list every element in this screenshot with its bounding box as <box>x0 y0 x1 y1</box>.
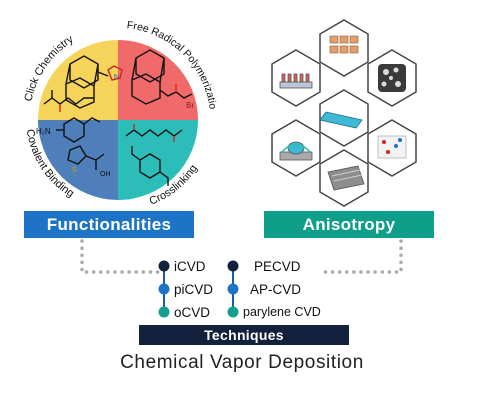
connector-lines <box>80 239 403 274</box>
hex-patterned-squares <box>329 35 359 54</box>
formula-n: N <box>114 74 119 81</box>
method-icvd: iCVD <box>174 259 206 274</box>
method-timeline-right <box>227 260 239 318</box>
method-pecvd: PECVD <box>254 259 301 274</box>
hex-grooved-surface <box>327 165 365 191</box>
formula-h2n: H₂N <box>36 127 51 136</box>
anisotropy-banner: Anisotropy <box>264 211 434 238</box>
formula-s: S <box>72 167 77 174</box>
aminostyrene-structure <box>56 117 101 143</box>
method-ap-cvd: AP-CVD <box>250 282 302 297</box>
hex-particles <box>377 135 407 159</box>
method-ocvd: oCVD <box>174 305 211 320</box>
divinylbenzene-structure <box>131 146 169 186</box>
quadrant-click-chemistry <box>38 40 118 120</box>
page-title: Chemical Vapor Deposition <box>120 352 364 373</box>
cyclophane-maleimide-structure <box>65 55 123 109</box>
hex-microstructure-film <box>279 73 313 89</box>
method-timeline-left <box>158 260 170 318</box>
cyclophane-initiator-structure <box>131 49 193 105</box>
functionalities-banner: Functionalities <box>24 211 194 238</box>
quadrant-covalent-binding <box>38 120 118 200</box>
quadrant-crosslinking <box>118 120 198 200</box>
propargyl-acrylate-structure <box>43 90 94 112</box>
hex-conformal-coating <box>279 141 313 161</box>
method-parylene-cvd: parylene CVD <box>243 305 321 319</box>
formula-oh: OH <box>100 171 111 178</box>
techniques-banner: Techniques <box>139 325 349 345</box>
diacrylate-structure <box>125 124 183 142</box>
formula-br: Br <box>186 101 194 110</box>
hex-coated-substrate <box>319 111 363 129</box>
thiophene-acid-structure <box>67 145 105 170</box>
method-picvd: piCVD <box>174 282 214 297</box>
hex-porous-foam <box>378 64 406 92</box>
